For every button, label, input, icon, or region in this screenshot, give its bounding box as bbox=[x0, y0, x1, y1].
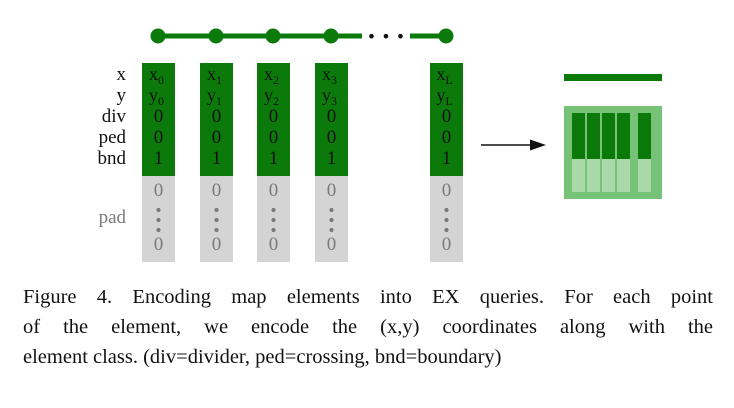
column-ped-value: 0 bbox=[442, 127, 452, 148]
arrow bbox=[481, 139, 546, 151]
column-div-value: 0 bbox=[212, 106, 222, 127]
row-label-ped: ped bbox=[99, 127, 127, 148]
column-x-value: x0 bbox=[149, 64, 164, 87]
polyline-point bbox=[438, 28, 454, 44]
column-pad-top: 0 bbox=[269, 180, 279, 201]
column-class-block bbox=[200, 63, 233, 176]
column-x-value: x3 bbox=[322, 64, 337, 87]
matrix-class-cell bbox=[587, 113, 600, 159]
column-pad-top: 0 bbox=[442, 180, 452, 201]
column-pad-top: 0 bbox=[212, 180, 222, 201]
row-label-pad: pad bbox=[99, 207, 127, 228]
column-y-value: y1 bbox=[207, 85, 222, 108]
column-ped-value: 0 bbox=[154, 127, 164, 148]
matrix-class-cell bbox=[638, 113, 651, 159]
pad-dot bbox=[444, 217, 449, 223]
column-bnd-value: 1 bbox=[442, 148, 452, 169]
chain-ellipsis: • • • bbox=[367, 27, 405, 46]
row-label-x: x bbox=[117, 64, 127, 85]
column-x-value: x1 bbox=[207, 64, 222, 87]
polyline-point bbox=[265, 28, 281, 44]
matrix-class-cell bbox=[602, 113, 615, 159]
pad-dot bbox=[444, 207, 449, 213]
pad-dot bbox=[444, 227, 449, 233]
row-label-bnd: bnd bbox=[98, 148, 127, 169]
caption-line-2: of the element, we encode the (x,y) coor… bbox=[23, 316, 713, 338]
matrix-pad-cell bbox=[602, 159, 615, 192]
column-pad-bottom: 0 bbox=[269, 234, 279, 255]
row-labels: x y div ped bnd bbox=[98, 64, 127, 169]
matrix-pad-cell bbox=[617, 159, 630, 192]
column-y-value: y2 bbox=[264, 85, 279, 108]
column-class-block bbox=[430, 63, 463, 176]
matrix-pad-cell bbox=[572, 159, 585, 192]
column-x-value: x2 bbox=[264, 64, 279, 87]
column-y-value: y0 bbox=[149, 85, 164, 108]
element-polyline: • • • bbox=[150, 27, 454, 46]
pad-dot bbox=[329, 207, 334, 213]
polyline-point bbox=[150, 28, 166, 44]
column-class-block bbox=[315, 63, 348, 176]
pad-dot bbox=[214, 217, 219, 223]
element-bar-icon bbox=[564, 74, 662, 81]
column-pad-bottom: 0 bbox=[154, 234, 164, 255]
row-label-div: div bbox=[102, 106, 127, 127]
pad-dot bbox=[271, 227, 276, 233]
pad-dot bbox=[329, 227, 334, 233]
column-bnd-value: 1 bbox=[327, 148, 337, 169]
pad-dot bbox=[214, 207, 219, 213]
query-columns: x0y000100x1y100100x2y200100x3y300100xLyL… bbox=[142, 63, 463, 262]
pad-dot bbox=[156, 227, 161, 233]
query-matrix-icon bbox=[564, 106, 662, 199]
column-class-block bbox=[257, 63, 290, 176]
figure-caption: Figure 4. Encoding map elements into EX … bbox=[23, 282, 713, 372]
column-y-value: yL bbox=[436, 85, 452, 108]
column-pad-top: 0 bbox=[327, 180, 337, 201]
column-div-value: 0 bbox=[154, 106, 164, 127]
column-div-value: 0 bbox=[327, 106, 337, 127]
column-pad-bottom: 0 bbox=[442, 234, 452, 255]
pad-dot bbox=[156, 217, 161, 223]
pad-dot bbox=[156, 207, 161, 213]
column-bnd-value: 1 bbox=[154, 148, 164, 169]
column-ped-value: 0 bbox=[269, 127, 279, 148]
pad-dot bbox=[329, 217, 334, 223]
column-x-value: xL bbox=[436, 64, 452, 87]
column-bnd-value: 1 bbox=[269, 148, 279, 169]
matrix-pad-cell bbox=[587, 159, 600, 192]
column-ped-value: 0 bbox=[212, 127, 222, 148]
column-div-value: 0 bbox=[269, 106, 279, 127]
column-pad-bottom: 0 bbox=[327, 234, 337, 255]
polyline-point bbox=[208, 28, 224, 44]
pad-dot bbox=[271, 207, 276, 213]
matrix-pad-cell bbox=[638, 159, 651, 192]
matrix-class-cell bbox=[617, 113, 630, 159]
column-bnd-value: 1 bbox=[212, 148, 222, 169]
row-label-y: y bbox=[117, 85, 127, 106]
column-pad-top: 0 bbox=[154, 180, 164, 201]
column-ped-value: 0 bbox=[327, 127, 337, 148]
caption-line-3: element class. (div=divider, ped=crossin… bbox=[23, 346, 502, 368]
column-class-block bbox=[142, 63, 175, 176]
column-div-value: 0 bbox=[442, 106, 452, 127]
caption-line-1: Figure 4. Encoding map elements into EX … bbox=[23, 286, 713, 308]
polyline-point bbox=[323, 28, 339, 44]
pad-dot bbox=[271, 217, 276, 223]
column-y-value: y3 bbox=[322, 85, 337, 108]
column-pad-bottom: 0 bbox=[212, 234, 222, 255]
pad-dot bbox=[214, 227, 219, 233]
matrix-class-cell bbox=[572, 113, 585, 159]
